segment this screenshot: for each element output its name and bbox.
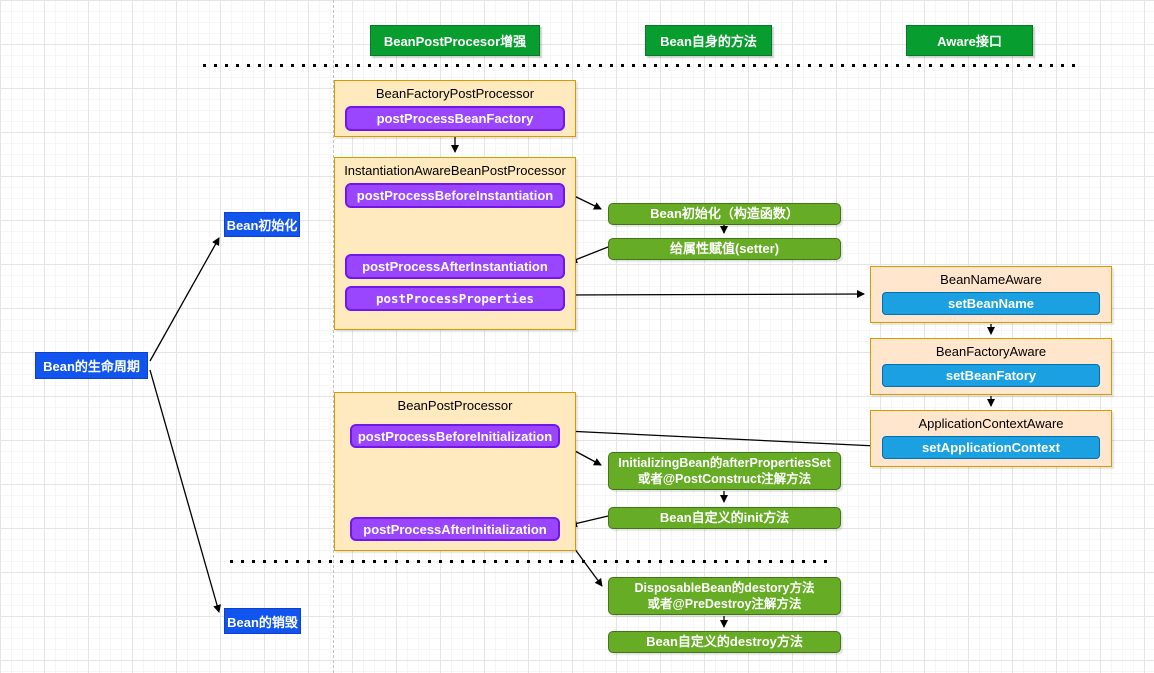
step-afterpropertiesset: InitializingBean的afterPropertiesSet 或者@P… (608, 452, 841, 490)
method-postprocessafterinstantiation: postProcessAfterInstantiation (345, 254, 565, 279)
title-instantiationawarebeanpostprocessor: InstantiationAwareBeanPostProcessor (344, 163, 566, 178)
container-instantiationawarebeanpostprocessor: InstantiationAwareBeanPostProcessor post… (334, 157, 576, 330)
arrow-setappcontext-to-beforeinitialization (565, 427, 877, 447)
method-postprocessbeanfactory: postProcessBeanFactory (345, 106, 565, 131)
step-disposablebean-destroy-line2: 或者@PreDestroy注解方法 (647, 597, 802, 611)
arrow-root-to-init (149, 237, 220, 362)
title-beanfactorypostprocessor: BeanFactoryPostProcessor (375, 86, 535, 101)
title-beanpostprocessor: BeanPostProcessor (397, 398, 513, 413)
title-beannameaware: BeanNameAware (940, 272, 1042, 287)
container-beanfactoryaware: BeanFactoryAware setBeanFatory (870, 338, 1112, 395)
method-setapplicationcontext: setApplicationContext (882, 436, 1100, 459)
header-bean-own-methods: Bean自身的方法 (645, 25, 772, 56)
method-setbeanfatory: setBeanFatory (882, 364, 1100, 387)
node-bean-lifecycle: Bean的生命周期 (35, 352, 148, 379)
header-beanpostprocessor-enhance: BeanPostProcesor增强 (370, 25, 540, 56)
title-beanfactoryaware: BeanFactoryAware (935, 344, 1047, 359)
page-boundary-dashed-line (333, 0, 334, 673)
top-dotted-separator (203, 64, 1075, 67)
container-beannameaware: BeanNameAware setBeanName (870, 266, 1112, 323)
container-beanfactorypostprocessor: BeanFactoryPostProcessor postProcessBean… (334, 80, 576, 137)
method-setbeanname: setBeanName (882, 292, 1100, 315)
title-applicationcontextaware: ApplicationContextAware (918, 416, 1064, 431)
container-applicationcontextaware: ApplicationContextAware setApplicationCo… (870, 410, 1112, 467)
step-custom-destroy-method: Bean自定义的destroy方法 (608, 631, 841, 653)
step-afterpropertiesset-line1: InitializingBean的afterPropertiesSet (618, 455, 831, 470)
step-afterpropertiesset-line2: 或者@PostConstruct注解方法 (637, 472, 812, 486)
arrow-properties-to-beannameaware (565, 290, 865, 299)
method-postprocessbeforeinstantiation: postProcessBeforeInstantiation (345, 183, 565, 208)
step-bean-constructor: Bean初始化（构造函数） (608, 203, 841, 225)
arrow-root-to-destroy (149, 369, 221, 613)
destroy-dotted-separator (230, 560, 830, 563)
header-aware-interface: Aware接口 (906, 25, 1033, 56)
node-bean-init: Bean初始化 (224, 212, 300, 237)
container-beanpostprocessor: BeanPostProcessor postProcessBeforeIniti… (334, 392, 576, 551)
method-postprocessproperties: postProcessProperties (345, 286, 565, 311)
method-postprocessafterinitialization: postProcessAfterInitialization (350, 517, 560, 541)
method-postprocessbeforeinitialization: postProcessBeforeInitialization (350, 424, 560, 448)
step-disposablebean-destroy-line1: DisposableBean的destory方法 (634, 580, 815, 595)
step-custom-init-method: Bean自定义的init方法 (608, 507, 841, 529)
node-bean-destroy: Bean的销毁 (224, 608, 301, 634)
step-disposablebean-destroy: DisposableBean的destory方法 或者@PreDestroy注解… (608, 577, 841, 615)
step-property-setter: 给属性赋值(setter) (608, 238, 841, 260)
